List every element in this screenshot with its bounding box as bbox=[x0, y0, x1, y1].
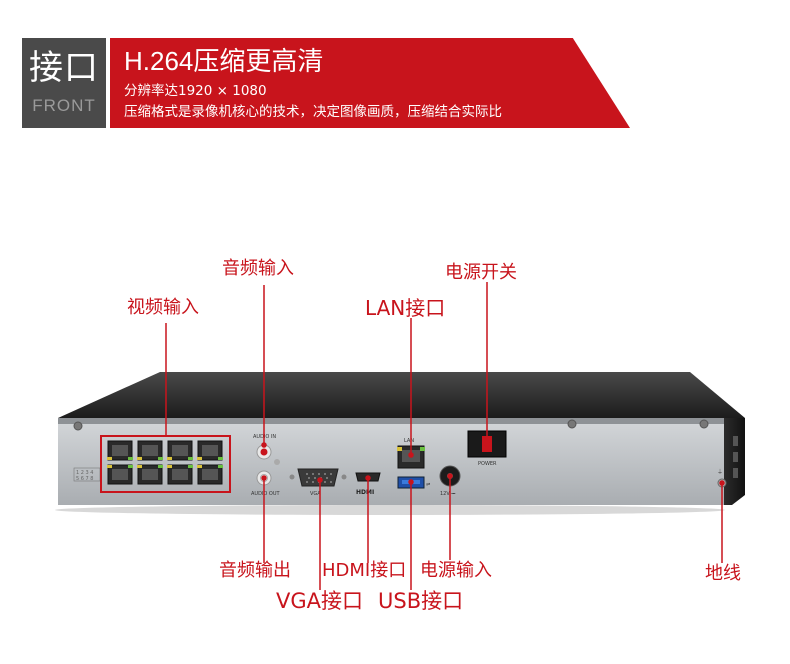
rj45-port bbox=[107, 464, 133, 485]
callout-vga: VGA接口 bbox=[276, 589, 364, 613]
banner-headline: H.264压缩更高清 bbox=[124, 46, 324, 76]
banner-line-compression: 压缩格式是录像机核心的技术，决定图像画质，压缩结合实际比 bbox=[124, 104, 502, 120]
rj45-port bbox=[197, 464, 223, 485]
callout-hdmi: HDMI接口 bbox=[322, 560, 407, 581]
callout-power-switch: 电源开关 bbox=[445, 262, 517, 283]
callout-usb: USB接口 bbox=[378, 589, 464, 613]
callout-power-input: 电源输入 bbox=[420, 560, 492, 581]
callout-lines bbox=[165, 282, 725, 590]
callout-lan: LAN接口 bbox=[365, 296, 446, 320]
banner-line-resolution: 分辨率达1920 × 1080 bbox=[124, 83, 267, 99]
svg-text:⇌: ⇌ bbox=[426, 482, 430, 488]
audio-out-label: AUDIO OUT bbox=[251, 491, 281, 497]
side-vents bbox=[733, 436, 738, 478]
power-label: POWER bbox=[478, 461, 497, 467]
banner-title-block: 接口 FRONT bbox=[22, 38, 106, 128]
screw bbox=[73, 421, 83, 431]
rj45-port bbox=[107, 440, 133, 461]
callout-video-input: 视频输入 bbox=[127, 297, 199, 318]
callout-audio-output: 音频输出 bbox=[219, 560, 291, 581]
chassis-top bbox=[58, 372, 745, 418]
banner-headline-block: H.264压缩更高清 分辨率达1920 × 1080 压缩格式是录像机核心的技术… bbox=[110, 38, 630, 128]
svg-text:⏚: ⏚ bbox=[717, 469, 723, 476]
svg-text:1 2 3 4: 1 2 3 4 bbox=[76, 470, 94, 476]
rj45-port bbox=[197, 440, 223, 461]
hdmi-label: HDMI bbox=[356, 489, 374, 496]
screw bbox=[699, 419, 709, 429]
banner-subtitle: FRONT bbox=[32, 96, 96, 115]
rj45-port bbox=[137, 440, 163, 461]
dc-label: 12V ⎓ bbox=[440, 491, 455, 497]
rj45-port bbox=[137, 464, 163, 485]
callout-ground: 地线 bbox=[705, 563, 741, 584]
screw bbox=[567, 419, 577, 429]
svg-text:5 6 7 8: 5 6 7 8 bbox=[76, 476, 94, 482]
rj45-port bbox=[167, 440, 193, 461]
rj45-port-group bbox=[107, 440, 223, 485]
callout-audio-input: 音频输入 bbox=[222, 258, 294, 279]
vga-label: VGA bbox=[310, 491, 321, 497]
rear-panel bbox=[58, 418, 724, 505]
lan-label: LAN bbox=[404, 438, 414, 444]
banner-title: 接口 bbox=[29, 48, 99, 88]
vga-port bbox=[297, 468, 339, 487]
rj45-port bbox=[167, 464, 193, 485]
